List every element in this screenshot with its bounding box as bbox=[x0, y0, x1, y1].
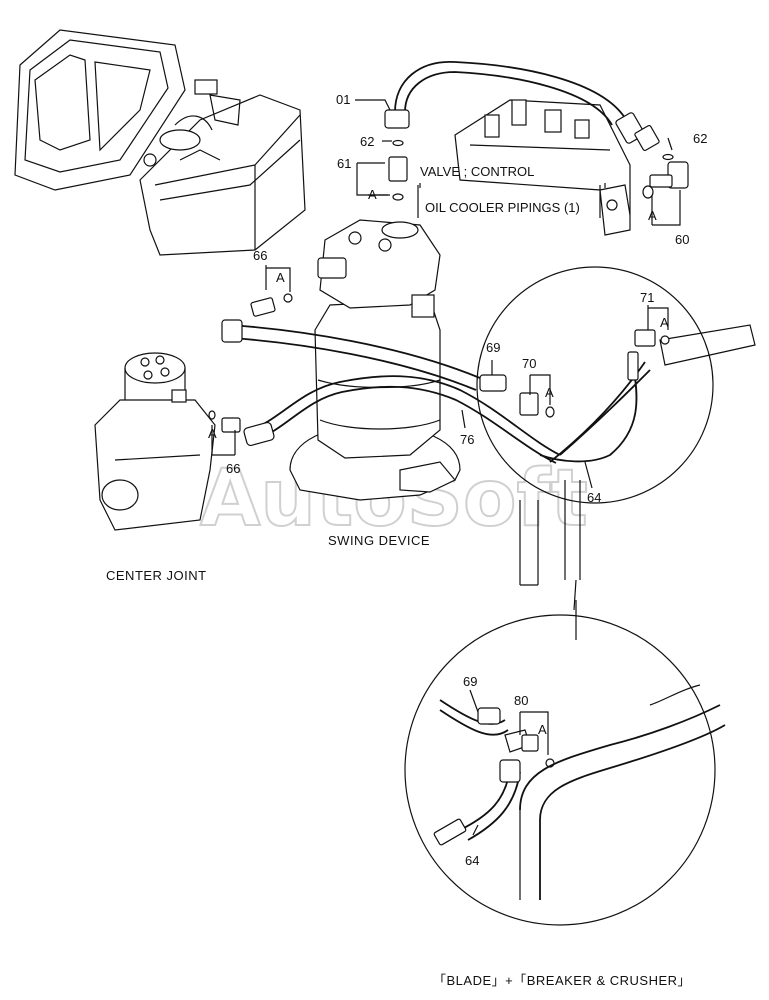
callout-70: 70 bbox=[522, 356, 536, 371]
hose-01 bbox=[384, 61, 660, 152]
callout-61: 61 bbox=[337, 156, 351, 171]
leader-lines bbox=[211, 99, 681, 836]
fittings-61-62 bbox=[388, 139, 408, 201]
label-footer-option: 「BLADE」+「BREAKER & CRUSHER」 bbox=[433, 973, 691, 988]
callout-69-upper: 69 bbox=[486, 340, 500, 355]
callouts: 01 62 61 62 60 66 66 71 69 70 76 64 69 8… bbox=[226, 92, 707, 868]
callout-66-upper: 66 bbox=[253, 248, 267, 263]
callout-60: 60 bbox=[675, 232, 689, 247]
assembly-letters: A A A A A A A bbox=[208, 187, 669, 737]
callout-76: 76 bbox=[460, 432, 474, 447]
center-joint-illustration bbox=[94, 352, 216, 531]
letter-a-80: A bbox=[538, 722, 547, 737]
pipe-upper bbox=[221, 319, 507, 392]
assembly-labels: VALVE ; CONTROL OIL COOLER PIPINGS (1) S… bbox=[106, 164, 691, 988]
fitting-66-lower bbox=[208, 410, 241, 433]
letter-a-70: A bbox=[545, 385, 554, 400]
label-oil-cooler-pipings: OIL COOLER PIPINGS (1) bbox=[425, 200, 580, 215]
label-center-joint: CENTER JOINT bbox=[106, 568, 207, 583]
callout-69-lower: 69 bbox=[463, 674, 477, 689]
callout-01: 01 bbox=[336, 92, 350, 107]
fitting-66-upper bbox=[250, 293, 293, 317]
callout-64-lower: 64 bbox=[465, 853, 479, 868]
callout-62-top: 62 bbox=[360, 134, 374, 149]
hose-76 bbox=[243, 375, 561, 464]
detail-circle-lower bbox=[404, 614, 726, 926]
detail-circle-upper bbox=[476, 266, 756, 611]
label-swing-device: SWING DEVICE bbox=[328, 533, 430, 548]
excavator-illustration bbox=[14, 29, 306, 256]
callout-64-upper: 64 bbox=[587, 490, 601, 505]
letter-a-61: A bbox=[368, 187, 377, 202]
callout-66-lower: 66 bbox=[226, 461, 240, 476]
letter-a-60: A bbox=[648, 208, 657, 223]
label-valve-control: VALVE ; CONTROL bbox=[420, 164, 534, 179]
callout-62-right: 62 bbox=[693, 131, 707, 146]
letter-a-66-lower: A bbox=[208, 426, 217, 441]
callout-71: 71 bbox=[640, 290, 654, 305]
control-valve-illustration bbox=[454, 99, 631, 236]
fitting-60 bbox=[642, 153, 689, 199]
letter-a-66-upper: A bbox=[276, 270, 285, 285]
callout-80: 80 bbox=[514, 693, 528, 708]
letter-a-71: A bbox=[660, 315, 669, 330]
